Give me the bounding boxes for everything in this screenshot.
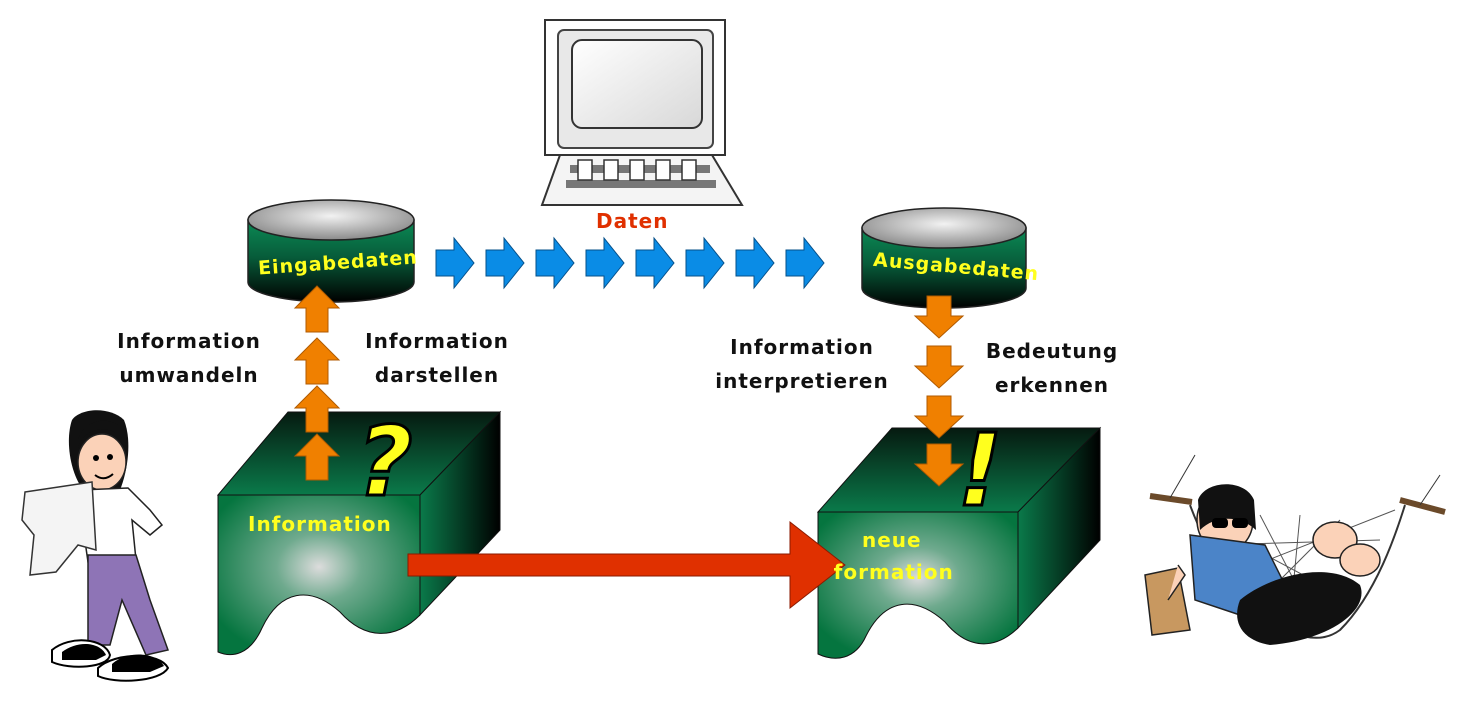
person-reading-paper-icon xyxy=(21,410,170,682)
label-information-interpretieren-2: interpretieren xyxy=(715,369,889,393)
data-flow-arrows xyxy=(435,237,825,289)
label-information-umwandeln-1: Information xyxy=(117,329,261,353)
label-information-darstellen-2: darstellen xyxy=(374,363,500,387)
computer-terminal-icon xyxy=(540,19,744,206)
orange-up-arrows xyxy=(294,285,340,481)
svg-text:?: ? xyxy=(357,406,413,518)
label-information-interpretieren-1: Information xyxy=(730,335,874,359)
new-information-line-2: Information xyxy=(810,560,954,584)
exclamation-mark-icon: ! xyxy=(956,411,1005,531)
input-database-cylinder xyxy=(247,199,415,303)
svg-text:!: ! xyxy=(957,412,1003,529)
label-information-darstellen-1: Information xyxy=(365,329,509,353)
daten-label: Daten xyxy=(596,209,669,233)
transformation-arrow xyxy=(407,520,846,610)
information-box xyxy=(216,410,502,656)
new-information-line-1: neue xyxy=(862,528,922,552)
question-mark-icon: ? xyxy=(356,405,415,520)
label-bedeutung-erkennen-1: Bedeutung xyxy=(985,339,1119,363)
label-information-umwandeln-2: umwandeln xyxy=(119,363,259,387)
new-information-box xyxy=(816,426,1102,659)
person-in-hammock-icon xyxy=(1144,454,1446,645)
label-bedeutung-erkennen-2: erkennen xyxy=(994,373,1110,397)
information-box-label: Information xyxy=(248,512,392,536)
